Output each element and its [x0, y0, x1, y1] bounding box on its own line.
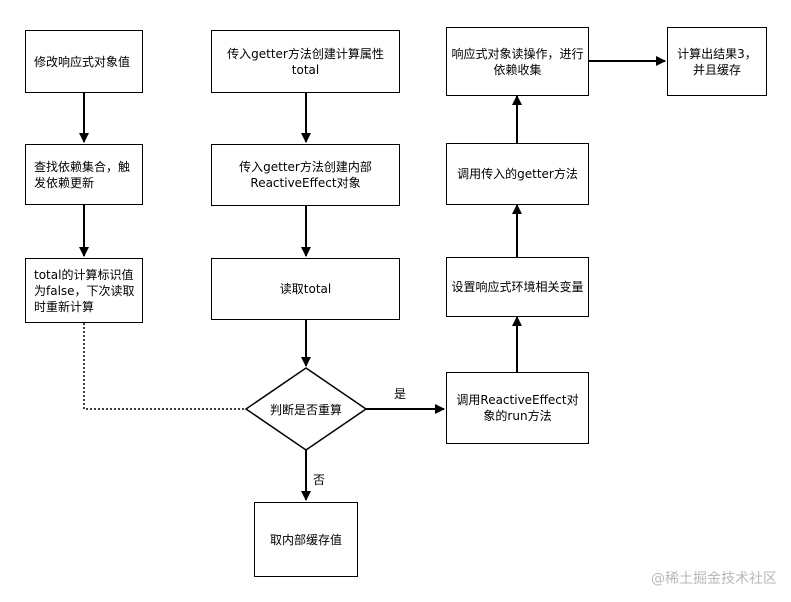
node-run-method: 调用ReactiveEffect对象的run方法: [446, 372, 589, 444]
node-take-cache: 取内部缓存值: [254, 502, 358, 577]
node-dirty-flag-label: total的计算标识值为false，下次读取时重新计算: [34, 267, 135, 314]
node-decision-label: 判断是否重算: [269, 403, 342, 417]
node-read-total-label: 读取total: [279, 282, 332, 296]
node-dirty-flag: total的计算标识值为false，下次读取时重新计算: [25, 258, 143, 323]
watermark: @稀土掘金技术社区: [651, 571, 777, 587]
node-read-total: 读取total: [211, 258, 400, 320]
node-call-getter-label: 调用传入的getter方法: [457, 167, 578, 181]
node-set-env: 设置响应式环境相关变量: [446, 257, 589, 317]
node-pass-getter-total-label: 传入getter方法创建计算属性total: [227, 46, 384, 77]
edge-label-no: 否: [313, 473, 326, 487]
node-call-getter: 调用传入的getter方法: [446, 143, 589, 205]
node-create-effect-label: 传入getter方法创建内部ReactiveEffect对象: [239, 160, 372, 190]
node-find-deps: 查找依赖集合，触发依赖更新: [25, 144, 143, 205]
node-result: 计算出结果3，并且缓存: [667, 27, 767, 96]
node-modify-value-label: 修改响应式对象值: [34, 54, 131, 69]
node-result-label: 计算出结果3，并且缓存: [677, 46, 757, 77]
node-modify-value: 修改响应式对象值: [25, 30, 143, 93]
node-set-env-label: 设置响应式环境相关变量: [451, 280, 584, 294]
node-take-cache-label: 取内部缓存值: [269, 532, 342, 547]
edge-flag-to-decision-dotted: [83, 323, 244, 410]
node-collect-deps: 响应式对象读操作，进行依赖收集: [446, 27, 589, 96]
node-collect-deps-label: 响应式对象读操作，进行依赖收集: [451, 46, 584, 77]
decision-diamond: [244, 367, 368, 451]
node-run-method-label: 调用ReactiveEffect对象的run方法: [456, 393, 579, 423]
edge-label-yes: 是: [394, 387, 407, 401]
node-create-effect: 传入getter方法创建内部ReactiveEffect对象: [211, 144, 400, 206]
node-pass-getter-total: 传入getter方法创建计算属性total: [211, 30, 400, 93]
node-find-deps-label: 查找依赖集合，触发依赖更新: [34, 159, 131, 190]
